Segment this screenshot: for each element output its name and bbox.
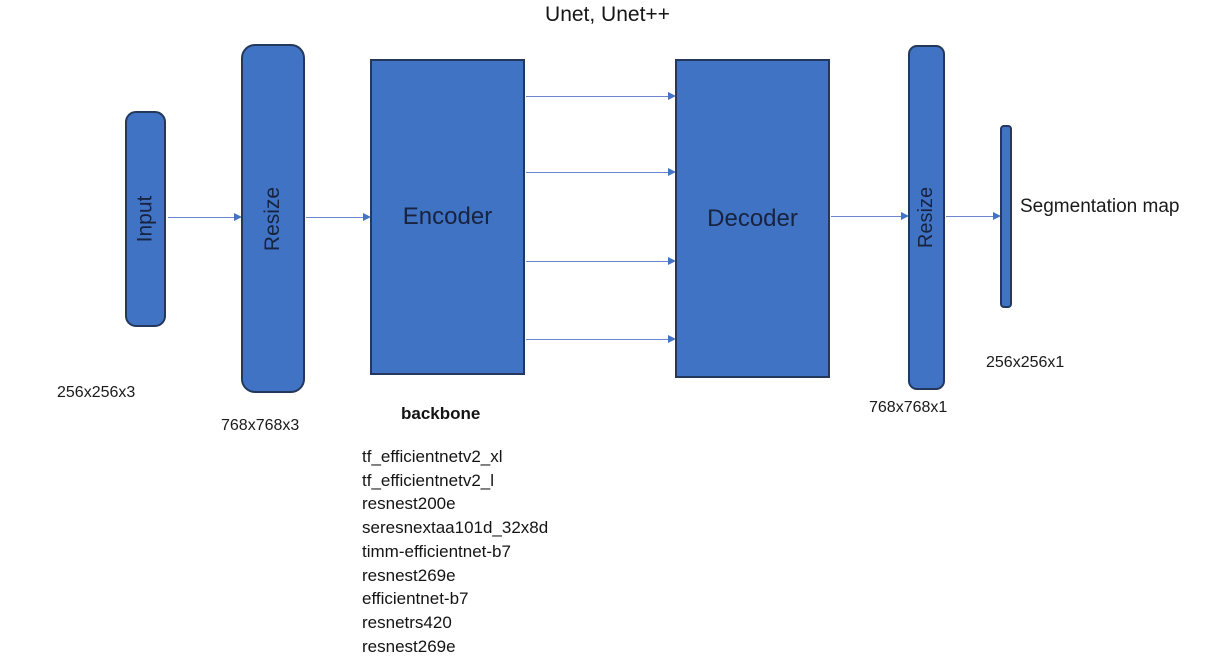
diagram-title: Unet, Unet++	[545, 3, 670, 26]
backbone-item: resnest269e	[362, 565, 456, 585]
arrow-skip-connection-2	[526, 168, 676, 176]
arrow-skip-connection-4	[526, 335, 676, 343]
backbone-item: resnest269e	[362, 636, 456, 656]
backbone-item: tf_efficientnetv2_xl	[362, 447, 503, 466]
node-input-label: Input	[133, 195, 157, 243]
node-segmentation-bar	[1000, 125, 1012, 308]
node-resize-in-label: Resize	[261, 186, 285, 251]
node-decoder: Decoder	[675, 59, 830, 378]
node-encoder-label: Encoder	[402, 203, 493, 230]
node-input: Input	[125, 111, 166, 327]
node-resize-out-label: Resize	[915, 186, 938, 249]
backbone-item: resnetrs420	[362, 612, 452, 632]
backbone-item: efficientnet-b7	[362, 589, 469, 609]
node-decoder-label: Decoder	[707, 204, 798, 232]
arrow-resize-to-segmentation	[946, 212, 1001, 220]
backbone-item: tf_efficientnetv2_l	[362, 470, 494, 490]
backbone-item: resnest200e	[362, 494, 456, 514]
segmentation-map-label: Segmentation map	[1020, 196, 1180, 217]
arrow-input-to-resize	[168, 213, 242, 221]
backbone-list: tf_efficientnetv2_xl tf_efficientnetv2_l…	[362, 445, 548, 658]
arrow-skip-connection-3	[526, 257, 676, 265]
node-resize-in: Resize	[241, 44, 305, 393]
backbone-item: timm-efficientnet-b7	[362, 541, 511, 561]
backbone-item: seresnextaa101d_32x8d	[362, 518, 549, 538]
backbone-heading: backbone	[401, 404, 481, 423]
arrow-skip-connection-1	[526, 92, 676, 100]
dim-label-resize-in: 768x768x3	[221, 417, 300, 434]
dim-label-segmentation: 256x256x1	[986, 354, 1065, 371]
arrow-decoder-to-resize	[831, 212, 909, 220]
dim-label-input: 256x256x3	[57, 384, 136, 401]
node-resize-out: Resize	[908, 45, 945, 390]
node-encoder: Encoder	[370, 59, 525, 375]
arrow-resize-to-encoder	[306, 213, 371, 221]
dim-label-resize-out: 768x768x1	[869, 399, 948, 416]
